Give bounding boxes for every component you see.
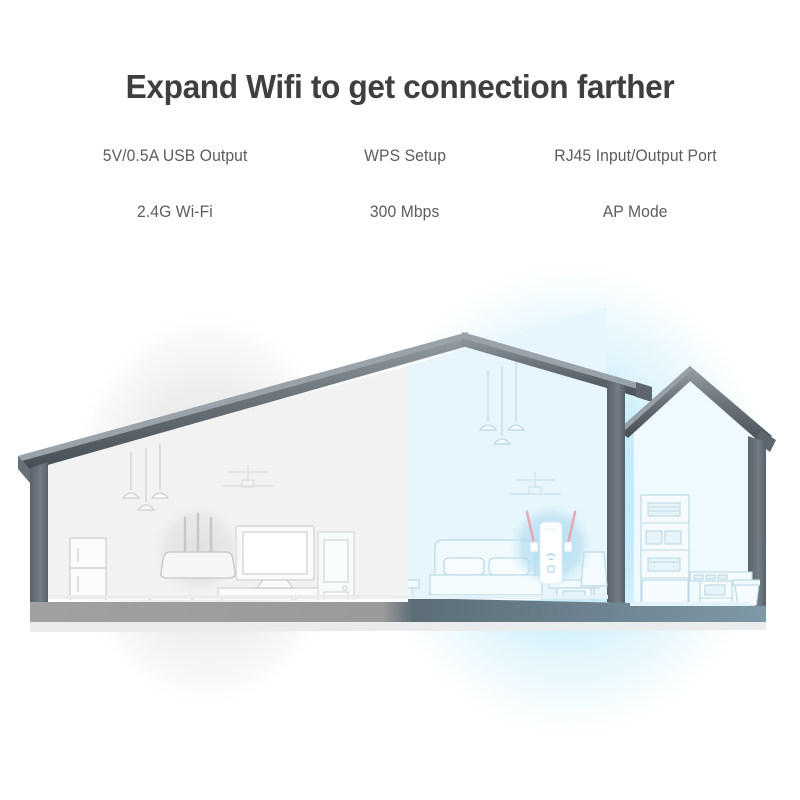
feature-24g-wifi: 2.4G Wi-Fi (137, 202, 213, 221)
nightstand-left (408, 579, 420, 600)
pendant-lamp-center-1 (478, 370, 498, 431)
feature-300mbps: 300 Mbps (370, 202, 440, 221)
roof-left-eave (18, 456, 30, 483)
feature-rj45-port: RJ45 Input/Output Port (553, 146, 717, 165)
left-exterior-wall (30, 462, 48, 610)
wifi-range-extender-group (509, 504, 593, 588)
feature-grid: 5V/0.5A USB Output WPS Setup RJ45 Input/… (60, 128, 750, 240)
floor-slab (30, 598, 766, 622)
annex-roof-left (618, 366, 698, 438)
wall-group (30, 380, 766, 610)
floor-slab-shadow (30, 622, 766, 632)
wifi-router (160, 512, 236, 579)
left-room (69, 444, 355, 600)
ceiling-fan-center (509, 472, 561, 495)
right-exterior-wall (748, 436, 766, 610)
floor-line-right (630, 602, 750, 606)
roof-group (18, 332, 776, 483)
floor-line-left (48, 595, 408, 599)
pendant-lamp-center-3 (506, 362, 526, 431)
annex-roof-eave (756, 430, 776, 452)
annex-roof-highlight (618, 366, 693, 433)
roof-right-slope-edge (462, 332, 648, 392)
center-divider-wall (607, 380, 625, 606)
house-illustration (0, 250, 800, 770)
floor-line-center (408, 595, 608, 599)
center-room (408, 362, 608, 600)
wifi-router-group (151, 503, 245, 597)
monitor (235, 525, 315, 589)
floor-group (30, 595, 766, 632)
cabinet-right (699, 580, 733, 605)
door (317, 531, 355, 600)
roof-right-eave (636, 382, 652, 402)
annex-roof-right (682, 366, 772, 446)
refrigerator (69, 537, 107, 600)
ceiling-fan-left (222, 465, 274, 488)
feature-ap-mode: AP Mode (602, 202, 668, 221)
feature-usb-output: 5V/0.5A USB Output (102, 146, 248, 165)
pendant-lamp-center-2 (492, 366, 512, 445)
roof-left-slope-edge (18, 332, 468, 462)
pendant-lamp-left-2 (136, 448, 156, 511)
feature-wps-setup: WPS Setup (364, 146, 446, 165)
pendant-lamp-left-1 (121, 452, 141, 499)
wifi-range-extender (525, 510, 577, 585)
pendant-lamp-left-3 (150, 444, 170, 499)
pillow-left (443, 557, 485, 576)
page-title: Expand Wifi to get connection farther (125, 68, 675, 106)
